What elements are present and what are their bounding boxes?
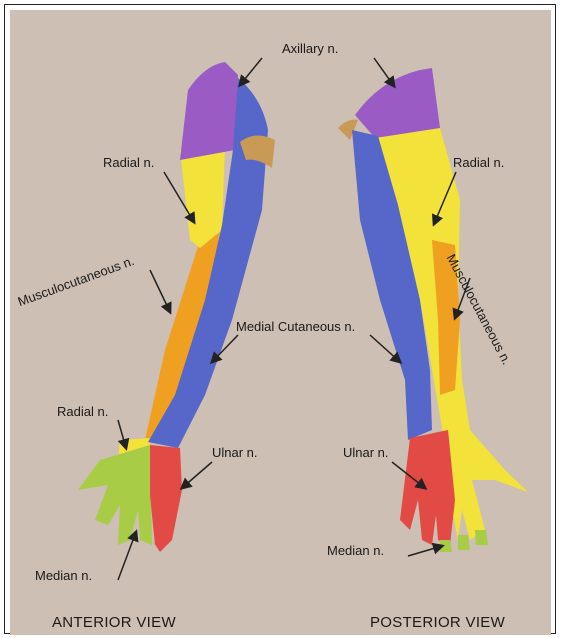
anterior-view-caption: ANTERIOR VIEW (52, 614, 176, 631)
label-radial-right: Radial n. (453, 156, 504, 169)
label-median-left: Median n. (35, 569, 92, 582)
label-ulnar-right: Ulnar n. (343, 446, 389, 459)
anterior-radial-region (180, 145, 225, 248)
posterior-ulnar-region (400, 430, 455, 545)
anterior-ulnar-region (150, 445, 182, 552)
label-radial-left-upper: Radial n. (103, 156, 154, 169)
label-medial-cutaneous: Medial Cutaneous n. (236, 320, 355, 333)
posterior-axillary-region (355, 68, 440, 138)
arrow-ulnar-left (182, 462, 212, 488)
arrow-axillary-right (374, 58, 394, 86)
arrow-axillary-left (240, 58, 262, 85)
posterior-view-caption: POSTERIOR VIEW (370, 614, 505, 631)
label-median-right: Median n. (327, 544, 384, 557)
posterior-arm (338, 68, 528, 552)
label-ulnar-left: Ulnar n. (212, 446, 258, 459)
anterior-axillary-region (180, 62, 238, 160)
anterior-arm (78, 62, 275, 552)
arrow-musculo-left (150, 270, 170, 312)
label-radial-left-lower: Radial n. (57, 405, 108, 418)
anterior-median-region (78, 445, 152, 545)
arrow-median-right (408, 546, 442, 556)
label-axillary: Axillary n. (282, 42, 338, 55)
